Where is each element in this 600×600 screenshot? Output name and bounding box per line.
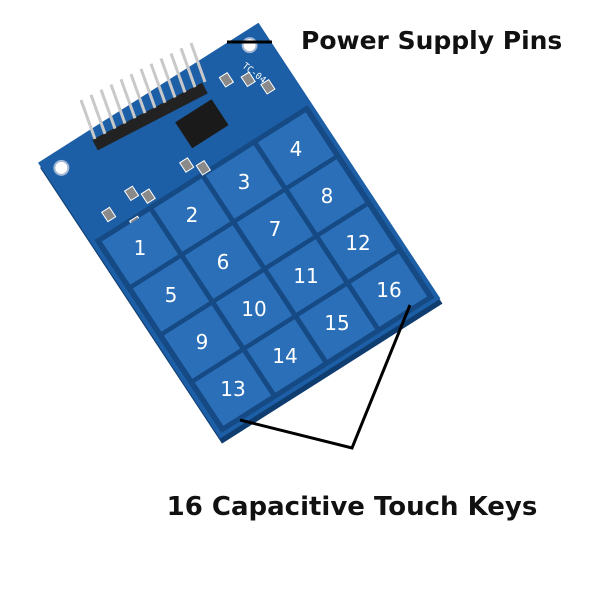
touch-key-pad (236, 192, 314, 266)
touch-key-pad (132, 258, 210, 332)
ic-chip (175, 99, 229, 149)
touch-key-pad (298, 286, 376, 360)
header-pin (179, 47, 197, 88)
header-pin (89, 94, 107, 135)
smd-component (140, 188, 156, 204)
touch-key-pad (101, 211, 179, 285)
header-pin (169, 52, 187, 93)
touch-key-pad (194, 352, 272, 426)
touch-key-pad (215, 272, 293, 346)
touch-key-label: 16 (376, 278, 401, 302)
smd-component (195, 159, 211, 176)
header-pin (139, 68, 157, 109)
touch-key-pad (163, 305, 241, 379)
touch-key-label: 5 (165, 283, 178, 307)
touch-key-label: 8 (321, 184, 334, 208)
header-pin (119, 78, 137, 119)
touch-key-pad (153, 178, 231, 252)
header-pin (99, 89, 117, 130)
touch-key-pad (205, 145, 283, 219)
touch-keys-label: 16 Capacitive Touch Keys (166, 492, 538, 522)
touch-key-label: 9 (196, 330, 209, 354)
touch-key-pad (319, 206, 397, 280)
smd-component (240, 71, 256, 88)
smd-component (123, 185, 140, 202)
touch-key-label: 7 (269, 217, 282, 241)
mounting-hole (241, 37, 258, 54)
touch-key-label: 10 (241, 297, 266, 321)
header-pin (189, 42, 207, 83)
touch-key-label: 3 (238, 170, 251, 194)
touch-key-pad (184, 225, 262, 299)
touch-key-label: 15 (324, 311, 349, 335)
touch-key-pad (267, 239, 345, 313)
touch-key-label: 14 (272, 344, 297, 368)
power-supply-pins-label: Power Supply Pins (301, 26, 563, 55)
smd-component (218, 71, 235, 88)
header-pin (159, 58, 177, 99)
header-pin (129, 73, 147, 114)
touch-keys-pointer-line (239, 304, 412, 450)
touch-key-label: 2 (186, 203, 199, 227)
header-pin (149, 63, 167, 104)
touch-key-pad (288, 159, 366, 233)
smd-component (179, 157, 195, 173)
header-pin (79, 99, 97, 140)
mounting-hole (53, 159, 70, 176)
touch-key-pad (257, 112, 335, 186)
touch-key-label: 11 (293, 264, 318, 288)
touch-key-label: 4 (290, 137, 303, 161)
touch-key-pad (246, 319, 324, 393)
pin-header (92, 82, 208, 151)
touch-key-label: 1 (134, 236, 147, 260)
touch-key-label: 12 (345, 231, 370, 255)
touch-key-label: 13 (220, 377, 245, 401)
header-pin (109, 83, 127, 124)
touch-key-label: 6 (217, 250, 230, 274)
smd-component (260, 78, 276, 95)
smd-component (101, 206, 117, 223)
